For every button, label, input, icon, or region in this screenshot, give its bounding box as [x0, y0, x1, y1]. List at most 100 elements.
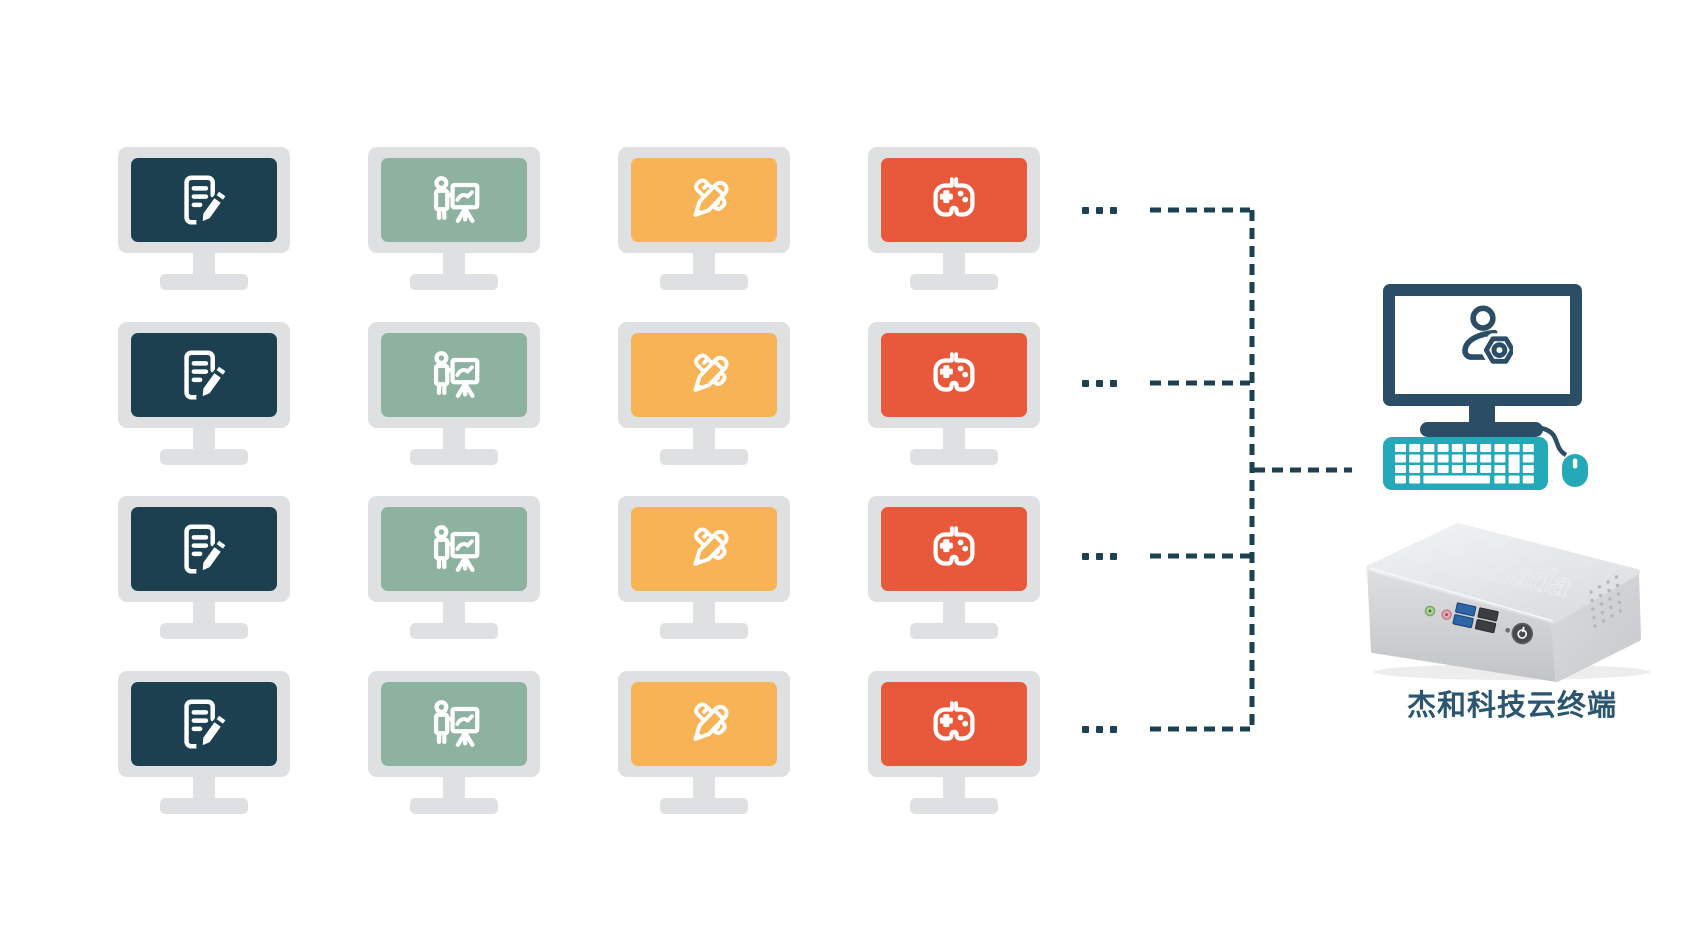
- monitor-stand-base: [910, 449, 998, 465]
- ellipsis-dot: [1110, 725, 1117, 733]
- monitor-frame: [118, 322, 290, 428]
- monitor-stand-base: [410, 798, 498, 814]
- monitor-screen: [381, 682, 527, 766]
- row-ellipsis: [1082, 725, 1117, 733]
- monitor-frame: [618, 147, 790, 253]
- usb2-port-bottom: [1474, 619, 1497, 634]
- design-workstation-monitor: [618, 671, 790, 814]
- ellipsis-dot: [1110, 552, 1117, 560]
- monitor-frame: [868, 322, 1040, 428]
- monitor-screen: [631, 158, 777, 242]
- row-ellipsis: [1082, 552, 1117, 560]
- gaming-workstation-monitor: [868, 322, 1040, 465]
- usb2-port-top: [1477, 607, 1499, 622]
- design-workstation-monitor: [618, 322, 790, 465]
- monitor-frame: [618, 496, 790, 602]
- monitor-frame: [368, 671, 540, 777]
- monitor-frame: [868, 147, 1040, 253]
- monitor-stand-base: [660, 798, 748, 814]
- row-ellipsis: [1082, 206, 1117, 214]
- terminal-monitor-neck: [1469, 406, 1495, 426]
- document-workstation-monitor: [118, 671, 290, 814]
- gaming-workstation-monitor: [868, 496, 1040, 639]
- design-workstation-monitor: [618, 496, 790, 639]
- monitor-screen: [131, 333, 277, 417]
- monitor-screen: [881, 333, 1027, 417]
- monitor-screen: [131, 682, 277, 766]
- monitor-screen: [881, 682, 1027, 766]
- monitor-stand-neck: [193, 428, 215, 454]
- monitor-frame: [868, 671, 1040, 777]
- row-ellipsis: [1082, 379, 1117, 387]
- monitor-frame: [118, 671, 290, 777]
- monitor-stand-base: [410, 274, 498, 290]
- presentation-workstation-monitor: [368, 496, 540, 639]
- monitor-frame: [118, 496, 290, 602]
- ellipsis-dot: [1082, 552, 1089, 560]
- monitor-screen: [381, 333, 527, 417]
- monitor-stand-neck: [443, 428, 465, 454]
- ellipsis-dot: [1096, 379, 1103, 387]
- monitor-stand-neck: [193, 602, 215, 628]
- monitor-stand-neck: [693, 428, 715, 454]
- monitor-stand-neck: [943, 602, 965, 628]
- presentation-workstation-monitor: [368, 322, 540, 465]
- monitor-stand-neck: [443, 253, 465, 279]
- ellipsis-dot: [1096, 206, 1103, 214]
- monitor-frame: [368, 322, 540, 428]
- usb3-port-top: [1455, 602, 1477, 617]
- presentation-workstation-monitor: [368, 147, 540, 290]
- monitor-screen: [381, 507, 527, 591]
- power-icon-line: [1521, 626, 1525, 633]
- gaming-workstation-monitor: [868, 147, 1040, 290]
- monitor-stand-neck: [193, 253, 215, 279]
- monitor-stand-neck: [693, 602, 715, 628]
- terminal-mouse: [1562, 454, 1588, 487]
- monitor-stand-base: [910, 623, 998, 639]
- mouse-scroll-slit: [1572, 458, 1578, 469]
- monitor-stand-base: [660, 449, 748, 465]
- reset-hole: [1505, 627, 1510, 633]
- design-workstation-monitor: [618, 147, 790, 290]
- monitor-stand-base: [660, 623, 748, 639]
- device-front-ports: [1424, 602, 1534, 645]
- mouse-cable: [1540, 425, 1568, 457]
- ellipsis-dot: [1082, 206, 1089, 214]
- monitor-screen: [131, 158, 277, 242]
- monitor-stand-neck: [943, 253, 965, 279]
- ellipsis-dot: [1082, 379, 1089, 387]
- ellipsis-dot: [1110, 379, 1117, 387]
- monitor-screen: [881, 507, 1027, 591]
- ellipsis-dot: [1096, 725, 1103, 733]
- monitor-stand-neck: [943, 428, 965, 454]
- usb3-port-bottom: [1452, 614, 1474, 629]
- device-label: 杰和科技云终端: [1406, 690, 1617, 722]
- monitor-stand-neck: [693, 253, 715, 279]
- device-edge-highlight: [1368, 567, 1554, 622]
- monitor-stand-base: [410, 449, 498, 465]
- monitor-stand-neck: [443, 777, 465, 803]
- gaming-workstation-monitor: [868, 671, 1040, 814]
- monitor-screen: [881, 158, 1027, 242]
- ellipsis-dot: [1082, 725, 1089, 733]
- monitor-screen: [631, 507, 777, 591]
- mic-jack-hole: [1445, 613, 1448, 616]
- monitor-frame: [368, 147, 540, 253]
- monitor-stand-neck: [443, 602, 465, 628]
- monitor-screen: [381, 158, 527, 242]
- monitor-stand-base: [160, 798, 248, 814]
- monitor-stand-base: [910, 798, 998, 814]
- keyboard-keys: [1395, 444, 1534, 484]
- monitor-frame: [868, 496, 1040, 602]
- monitor-frame: [618, 671, 790, 777]
- terminal-monitor-screen: [1395, 296, 1570, 394]
- audio-jack-hole: [1428, 609, 1432, 613]
- monitor-screen: [131, 507, 277, 591]
- ellipsis-dot: [1096, 552, 1103, 560]
- monitor-frame: [618, 322, 790, 428]
- document-workstation-monitor: [118, 147, 290, 290]
- monitor-screen: [631, 333, 777, 417]
- monitor-screen: [631, 682, 777, 766]
- monitor-stand-neck: [693, 777, 715, 803]
